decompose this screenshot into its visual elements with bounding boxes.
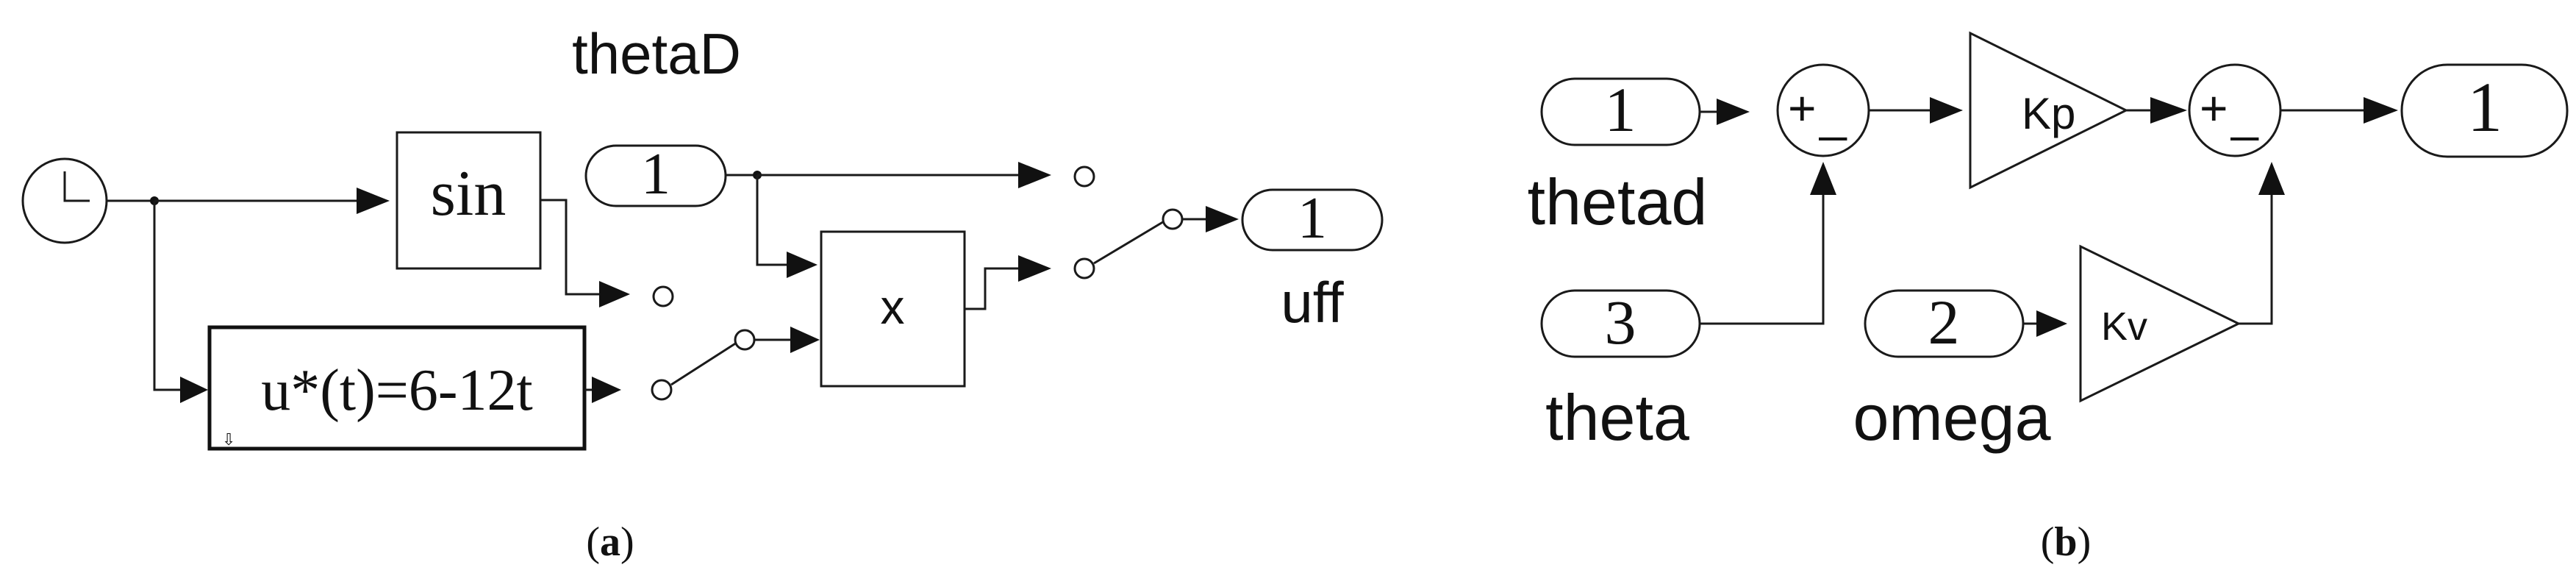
ramp-corner-icon: ⇩ (222, 430, 235, 449)
clock-block[interactable] (21, 157, 108, 244)
switch-contact-sin (652, 285, 674, 307)
sum-block-1[interactable]: + _ (1776, 63, 1870, 157)
inport-1-a[interactable]: 1 (584, 142, 727, 207)
outport-1-a[interactable]: 1 (1241, 186, 1384, 252)
panel-b: 1 thetad + _ 3 theta Kp + (1528, 31, 2569, 565)
outport-1-a-num: 1 (1298, 186, 1327, 251)
inport-1-a-num: 1 (641, 142, 670, 207)
clock-icon (63, 171, 90, 202)
ramp-block[interactable]: u*(t)=6-12t ⇩ (207, 325, 587, 451)
outport-1-b[interactable]: 1 (2400, 63, 2569, 158)
arrow-to-ramp (180, 377, 208, 403)
caption-b: (b) (2041, 519, 2091, 565)
inport-1-b-num: 1 (1605, 74, 1636, 145)
ramp-label: u*(t)=6-12t (261, 358, 533, 423)
gain-block-kv[interactable]: Kv (2079, 244, 2242, 403)
outport-name-uff: uff (1281, 270, 1344, 335)
manual-switch-a1[interactable] (670, 340, 740, 386)
switch-contact-product (1073, 257, 1095, 279)
signal-label-thetaD: thetaD (572, 21, 741, 86)
inport-3-b[interactable]: 3 (1540, 287, 1701, 358)
inport-2-b-num: 2 (1928, 287, 1960, 357)
gain-kv-label: Kv (2101, 305, 2147, 349)
inport-2-b[interactable]: 2 (1864, 287, 2025, 358)
switch-contact-ramp (651, 379, 673, 401)
caption-a: (a) (586, 519, 634, 565)
sum-2-minus: _ (2230, 87, 2259, 141)
sum-1-plus: + (1788, 81, 1817, 135)
gain-kp-label: Kp (2022, 89, 2075, 138)
product-label: x (881, 279, 905, 334)
sum-block-2[interactable]: + _ (2188, 63, 2282, 157)
product-block[interactable]: x (820, 230, 966, 388)
sum-2-plus: + (2200, 81, 2228, 135)
sum-1-minus: _ (1819, 87, 1847, 141)
inport-name-omega: omega (1853, 381, 2050, 454)
manual-switch-a2[interactable] (1093, 219, 1166, 265)
inport-name-theta: theta (1545, 381, 1689, 454)
arrow-to-sin (357, 188, 390, 214)
inport-name-thetad: thetad (1528, 165, 1708, 238)
inport-3-b-num: 3 (1605, 287, 1636, 357)
panel-a: sin thetaD u*(t)=6-12t ⇩ 1 (21, 21, 1384, 565)
switch-contact-const (1073, 165, 1095, 188)
inport-1-b[interactable]: 1 (1540, 74, 1701, 146)
gain-block-kp[interactable]: Kp (1969, 31, 2129, 190)
sin-block[interactable]: sin (396, 131, 542, 270)
sin-label: sin (431, 158, 507, 229)
outport-1-b-num: 1 (2467, 68, 2502, 146)
